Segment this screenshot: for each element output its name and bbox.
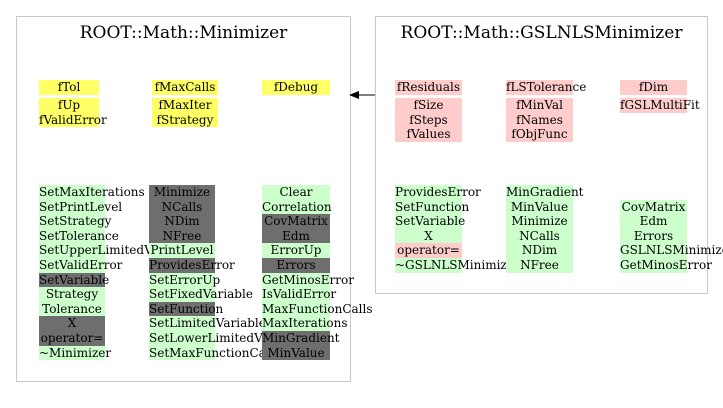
class-member: SetLimitedVariable [149,316,266,331]
class-member: operator= [395,243,462,258]
class-member: fLSTolerance [506,80,587,95]
class-member: fMaxIter [152,98,218,113]
class-member: fTol [39,80,99,95]
base-data-column: fDebug [262,80,330,95]
class-member: NCalls [149,199,215,215]
class-member: GSLNLSMinimizer [620,243,723,258]
class-member: PrintLevel [149,243,215,258]
class-member: SetTolerance [39,228,119,244]
class-member: Correlation [262,199,332,215]
class-member: Minimize [149,185,215,200]
class-member: Edm [620,214,687,229]
class-member: fResiduals [395,80,462,95]
class-member: fUp [39,98,99,113]
class-member: SetMaxFunctionCalls [149,345,280,361]
base-class-title: ROOT::Math::Minimizer [79,23,288,43]
class-member: MinGradient [506,185,584,200]
class-member: SetStrategy [39,214,112,229]
inheritance-arrow [349,91,375,99]
class-member: NFree [506,257,573,273]
class-member: MinValue [262,345,330,361]
class-member: fGSLMultiFit [620,98,700,113]
class-member: NFree [149,228,215,244]
class-member: Minimize [506,214,573,229]
class-member: SetFixedVariable [149,287,253,302]
class-member: fDebug [262,80,330,95]
derived-method-column: CovMatrixEdmErrorsGSLNLSMinimizerGetMino… [620,185,723,273]
class-member: SetErrorUp [149,272,221,288]
class-member: SetVariable [39,272,110,288]
class-member: SetVariable [395,214,466,229]
class-member: fObjFunc [506,127,573,142]
class-member: SetValidError [39,257,123,273]
class-member: fValues [395,127,462,142]
class-member [620,185,687,200]
class-member: NCalls [506,228,573,244]
class-member: NDim [149,214,215,229]
class-member: operator= [39,330,105,346]
class-member: fDim [620,80,687,95]
class-member: Clear [262,185,330,200]
class-member: Tolerance [39,301,105,317]
class-member: NDim [506,243,573,258]
class-member: fStrategy [152,112,218,128]
class-member: ErrorUp [262,243,330,258]
class-member: fMinVal [506,98,573,113]
class-member: ProvidesError [395,185,481,200]
class-member: Errors [620,228,687,244]
derived-data-column: fDim fGSLMultiFit [620,80,700,113]
class-member: fNames [506,112,573,128]
class-member: GetMinosError [620,257,712,273]
class-member: CovMatrix [262,214,330,229]
class-member: fSize [395,98,462,113]
derived-class-title: ROOT::Math::GSLNLSMinimizer [400,23,683,43]
class-member: X [39,316,105,331]
class-member: IsValidError [262,287,337,302]
class-member: MaxFunctionCalls [262,301,373,317]
class-member: MinGradient [262,330,340,346]
class-member: Strategy [39,287,105,302]
class-member: SetMaxIterations [39,185,145,200]
class-member: SetPrintLevel [39,199,123,215]
class-member: Errors [262,257,330,273]
class-member: GetMinosError [262,272,354,288]
class-member: SetLowerLimitedVariable [149,330,305,346]
class-member: SetUpperLimitedVariable [39,243,195,258]
class-member: ~GSLNLSMinimizer [395,257,520,273]
class-member: X [395,228,462,244]
class-member: ~Minimizer [39,345,112,361]
class-member: SetFunction [395,199,470,215]
class-member: ProvidesError [149,257,235,273]
class-member: fSteps [395,112,462,128]
class-member: SetFunction [149,301,224,317]
class-member: MaxIterations [262,316,348,331]
class-member: Edm [262,228,330,244]
class-member: fMaxCalls [152,80,218,95]
class-member: MinValue [506,199,573,215]
class-member: CovMatrix [620,199,687,215]
class-member: fValidError [39,112,107,128]
